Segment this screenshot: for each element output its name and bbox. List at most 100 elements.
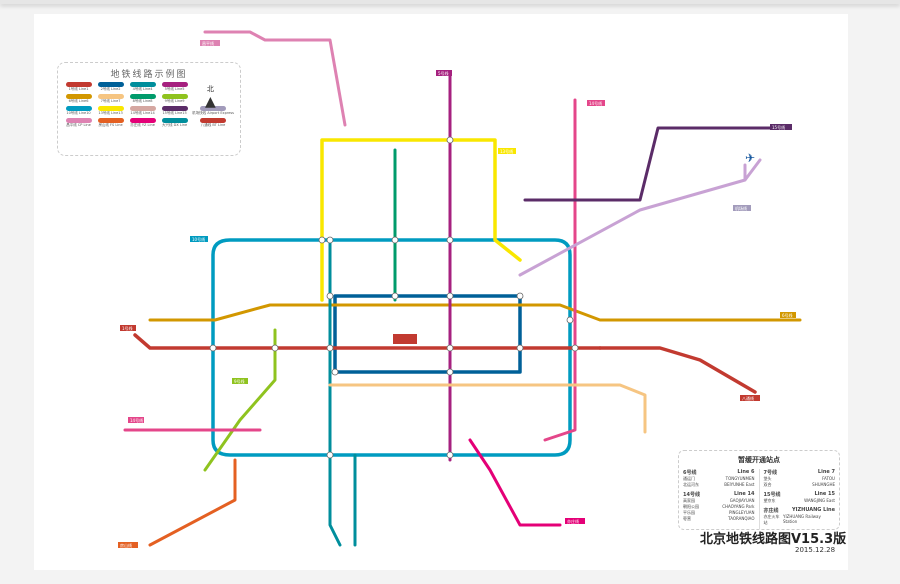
legend-swatch <box>129 118 156 123</box>
line-10 <box>211 238 572 457</box>
legend-swatch <box>161 106 188 111</box>
legend-item: 10号线 Line10 <box>64 106 93 116</box>
legend-swatch <box>65 118 92 123</box>
svg-text:机场线: 机场线 <box>735 205 747 211</box>
legend-item: 大兴线 DX Line <box>160 118 189 128</box>
legend-label: 8号线 Line8 <box>132 99 153 103</box>
line-1 <box>133 333 602 350</box>
svg-text:15号线: 15号线 <box>772 124 785 130</box>
legend-item: 5号线 Line5 <box>160 82 189 92</box>
legend-label: 昌平线 CP Line <box>66 123 91 127</box>
legend-item: 14号线 Line14 <box>128 106 157 116</box>
legend-label: 4号线 Line4 <box>132 87 153 91</box>
legend-item: 机场快线 Airport Express <box>192 106 234 116</box>
line-15 <box>523 126 792 202</box>
legend-label: 10号线 Line10 <box>66 111 91 115</box>
station-en: PINGLEYUAN <box>728 510 755 515</box>
legend-swatch <box>129 106 156 111</box>
svg-text:9号线: 9号线 <box>234 378 245 384</box>
station-markers <box>209 136 579 459</box>
station-cn: 通运门 <box>683 476 695 481</box>
svg-text:10号线: 10号线 <box>192 236 205 242</box>
map-date: 2015.12.28 <box>795 546 836 554</box>
legend-swatch <box>65 82 92 87</box>
group-en: Line 15 <box>814 491 835 497</box>
legend-item: 房山线 FS Line <box>96 118 125 128</box>
legend-label: 9号线 Line9 <box>164 99 185 103</box>
north-arrow-icon: 北▲ <box>205 85 216 110</box>
legend-item: 15号线 Line15 <box>160 106 189 116</box>
legend-swatch <box>97 106 124 111</box>
legend-item: 13号线 Line13 <box>96 106 125 116</box>
line-fangshan <box>148 458 237 547</box>
legend-swatch <box>161 118 188 123</box>
station-cn: 亦庄火车站 <box>763 514 780 525</box>
legend-swatch <box>200 106 227 111</box>
svg-text:14号线: 14号线 <box>589 100 602 106</box>
legend-label: 机场快线 Airport Express <box>192 111 234 115</box>
legend-label: 大兴线 DX Line <box>162 123 188 127</box>
legend-item: 昌平线 CP Line <box>64 118 93 128</box>
station-row: 双合 SHUANGHE <box>764 482 836 488</box>
station-cn: 北运河东 <box>683 482 699 487</box>
group-cn: 6号线 <box>683 470 697 476</box>
svg-text:6号线: 6号线 <box>782 312 793 318</box>
svg-text:1号线: 1号线 <box>122 325 133 331</box>
line-13 <box>320 138 522 302</box>
station-en: BEIYUNHE East <box>724 482 755 487</box>
legend-label: 13号线 Line13 <box>98 111 123 115</box>
legend-label: 八通线 BT Line <box>200 123 226 127</box>
station-cn: 双合 <box>763 482 772 487</box>
station-row: 枣营 TAORANQIAO <box>683 516 755 522</box>
legend-swatch <box>129 82 156 87</box>
line-tags: 昌平线 5号线 14号线 15号线 机场线 1号线 八通线 14号线 房山线 亦… <box>118 40 796 548</box>
svg-text:13号线: 13号线 <box>500 148 513 154</box>
station-row: 通运门 TONGYUNMEN <box>683 476 755 482</box>
legend-label: 5号线 Line5 <box>164 87 185 91</box>
station-en: TONGYUNMEN <box>725 476 755 481</box>
line-4 <box>328 238 342 547</box>
svg-text:5号线: 5号线 <box>438 70 449 76</box>
legend-swatch <box>65 94 92 99</box>
station-cn: 朝阳公园 <box>683 504 699 509</box>
station-en: GAOJIAYUAN <box>729 498 755 503</box>
legend-item: 八通线 BT Line <box>192 118 234 128</box>
legend-label: 6号线 Line6 <box>68 99 89 103</box>
legend-item: 7号线 Line7 <box>96 94 125 104</box>
legend-label: 15号线 Line15 <box>162 111 187 115</box>
station-en: TAORANQIAO <box>728 516 755 521</box>
group-cn: 7号线 <box>763 470 777 476</box>
line-6 <box>148 303 802 322</box>
station-cn: 枣营 <box>683 516 691 521</box>
line-changping <box>203 30 347 127</box>
legend-label: 房山线 FS Line <box>98 123 123 127</box>
map-title: 北京地铁线路图V15.3版 <box>700 532 847 547</box>
svg-text:14号线: 14号线 <box>130 417 143 423</box>
station-en: WANGJING East <box>804 498 835 503</box>
tiananmen-icon <box>393 334 417 344</box>
svg-text:昌平线: 昌平线 <box>202 40 214 46</box>
group-en: Line 6 <box>737 469 755 475</box>
group-en: Line 14 <box>733 491 755 497</box>
legend-label: 1号线 Line1 <box>68 87 89 91</box>
station-en: SHUANGHE <box>812 482 835 487</box>
svg-text:房山线: 房山线 <box>120 542 132 548</box>
group-cn: 亦庄线 <box>763 508 779 514</box>
legend-swatch <box>161 82 188 87</box>
legend-label: 14号线 Line14 <box>130 111 155 115</box>
station-row: 北运河东 BEIYUNHE East <box>683 482 755 488</box>
legend-label: 2号线 Line2 <box>100 87 121 91</box>
legend-item: 1号线 Line1 <box>64 82 93 92</box>
group-en: Line 7 <box>817 469 835 475</box>
legend-swatch <box>161 94 188 99</box>
line-7 <box>328 383 647 434</box>
